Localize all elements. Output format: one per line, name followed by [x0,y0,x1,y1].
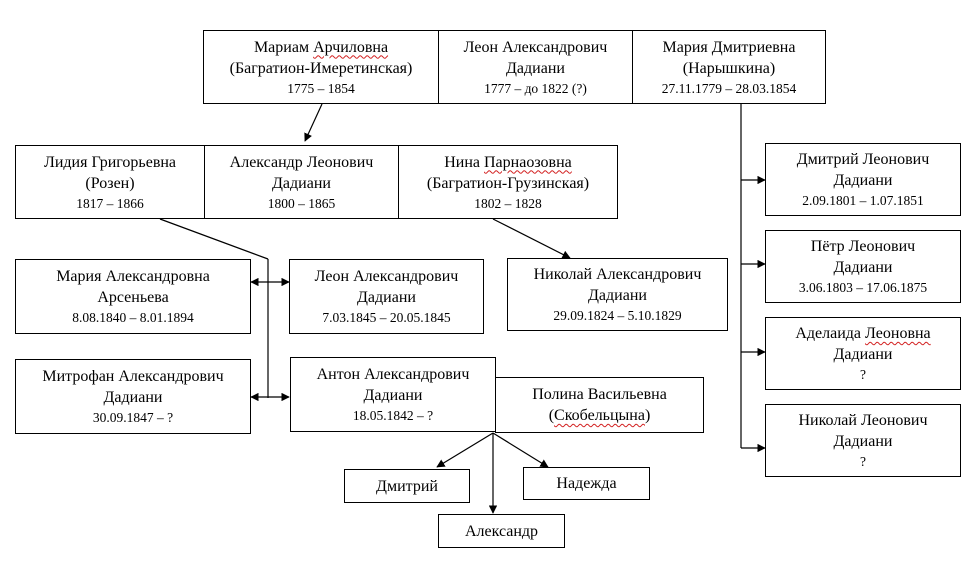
person-mitrofan: Митрофан Александрович Дадиани 30.09.184… [15,359,251,434]
person-alexander-surname: Дадиани [272,174,331,192]
link-nina-to-nikolay [492,218,571,259]
person-polina-name: Полина Васильевна [532,386,667,403]
person-leon-a: Леон Александрович Дадиани 7.03.1845 – 2… [289,259,484,334]
link-mariam-to-alexander [304,103,323,142]
person-anton-name: Антон Александрович [316,366,470,383]
person-mariam-dates: 1775 – 1854 [287,80,355,96]
link-lidia-to-junction [159,218,269,260]
person-maria-d-name: Мария Дмитриевна [662,38,796,56]
person-maria-d: Мария Дмитриевна (Нарышкина) 27.11.1779 … [632,30,826,104]
person-mariam: Мариам Арчиловна (Багратион-Имеретинская… [203,30,439,104]
person-alexander-c: Александр [438,514,565,548]
person-petr-l-dates: 3.06.1803 – 17.06.1875 [798,280,928,295]
person-petr-l: Пётр Леонович Дадиани 3.06.1803 – 17.06.… [765,230,961,303]
person-nina-dates: 1802 – 1828 [474,195,542,211]
person-nikolay-a-surname: Дадиани [588,287,647,304]
person-nikolay-l-surname: Дадиани [833,433,893,450]
person-leon-sr-surname: Дадиани [506,59,565,77]
person-mariam-name: Мариам Арчиловна [253,38,389,56]
person-adelaida-dates: ? [860,367,866,382]
person-lidia-maiden: (Розен) [85,174,135,192]
person-maria-a-name: Мария Александровна [56,268,210,285]
link-anton-to-dmitry [436,432,494,468]
person-leon-sr-name: Леон Александрович [463,38,608,56]
person-alexander-name: Александр Леонович [229,153,374,171]
person-mitrofan-dates: 30.09.1847 – ? [92,410,174,425]
person-nikolay-a-dates: 29.09.1824 – 5.10.1829 [553,308,682,323]
person-nikolay-a-name: Николай Александрович [533,266,702,283]
person-mariam-maiden: (Багратион-Имеретинская) [229,59,413,77]
person-anton-dates: 18.05.1842 – ? [352,408,434,423]
person-nikolay-l-name: Николай Леонович [798,412,928,429]
person-lidia: Лидия Григорьевна (Розен) 1817 – 1866 [15,145,205,219]
person-alexander-c-name: Александр [464,522,539,540]
person-anton-surname: Дадиани [363,387,423,404]
person-alexander: Александр Леонович Дадиани 1800 – 1865 [204,145,399,219]
person-petr-l-surname: Дадиани [833,259,893,276]
person-maria-d-maiden: (Нарышкина) [682,59,776,77]
person-nadezhda-name: Надежда [556,475,617,492]
person-petr-l-name: Пётр Леонович [810,238,916,255]
person-nikolay-a: Николай Александрович Дадиани 29.09.1824… [507,258,728,331]
person-adelaida-surname: Дадиани [833,346,893,363]
person-mitrofan-name: Митрофан Александрович [42,368,224,385]
person-polina-maiden: (Скобельцына) [548,407,651,424]
person-nina: Нина Парнаозовна (Багратион-Грузинская) … [398,145,618,219]
person-polina: Полина Васильевна (Скобельцына) [495,377,704,433]
person-dmitry-c: Дмитрий [344,469,470,503]
person-dmitry-l-surname: Дадиани [833,172,893,189]
person-dmitry-l-dates: 2.09.1801 – 1.07.1851 [802,193,924,208]
person-leon-sr-dates: 1777 – до 1822 (?) [484,80,587,96]
person-maria-a-dates: 8.08.1840 – 8.01.1894 [72,310,194,325]
person-nina-maiden: (Багратион-Грузинская) [426,174,590,192]
link-anton-to-nadezhda [492,432,549,468]
person-dmitry-c-name: Дмитрий [376,477,438,495]
person-adelaida-name: Аделаида Леоновна [795,325,931,342]
person-maria-a-surname: Арсеньева [97,289,169,306]
person-maria-d-dates: 27.11.1779 – 28.03.1854 [661,80,797,96]
person-leon-a-name: Леон Александрович [314,268,459,285]
person-dmitry-l: Дмитрий Леонович Дадиани 2.09.1801 – 1.0… [765,143,961,216]
person-alexander-dates: 1800 – 1865 [267,195,336,211]
person-maria-a: Мария Александровна Арсеньева 8.08.1840 … [15,259,251,334]
person-leon-sr: Леон Александрович Дадиани 1777 – до 182… [438,30,633,104]
person-leon-a-surname: Дадиани [357,289,416,306]
person-adelaida: Аделаида Леоновна Дадиани ? [765,317,961,390]
person-lidia-dates: 1817 – 1866 [76,195,144,211]
person-mitrofan-surname: Дадиани [103,389,163,406]
person-anton: Антон Александрович Дадиани 18.05.1842 –… [290,357,496,432]
person-lidia-name: Лидия Григорьевна [43,153,177,171]
person-nina-name: Нина Парнаозовна [444,153,572,171]
person-nikolay-l-dates: ? [860,454,866,469]
person-nadezhda: Надежда [523,467,650,500]
person-leon-a-dates: 7.03.1845 – 20.05.1845 [322,310,451,325]
person-dmitry-l-name: Дмитрий Леонович [796,151,930,168]
person-nikolay-l: Николай Леонович Дадиани ? [765,404,961,477]
